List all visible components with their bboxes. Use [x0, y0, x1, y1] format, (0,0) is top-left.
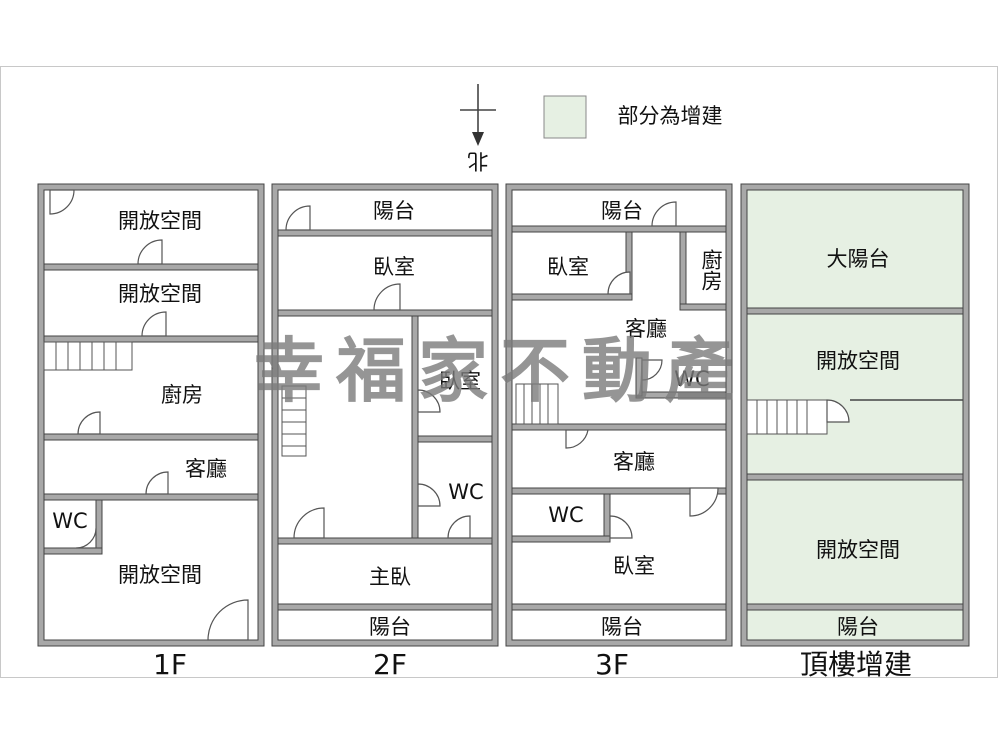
room-label-1f-open-3: 開放空間 — [118, 563, 202, 587]
room-label-2f-master: 主臥 — [369, 565, 411, 589]
room-label-3f-bedroom-2: 臥室 — [613, 554, 655, 578]
room-label-1f-wc: WC — [52, 509, 87, 533]
room-label-2f-bedroom-2: 臥室 — [439, 369, 481, 393]
room-label-3f-living-2: 客廳 — [613, 450, 655, 474]
room-label-2f-bedroom-1: 臥室 — [373, 255, 415, 279]
watermark-text: 幸福家不動產 — [254, 330, 746, 412]
room-label-3f-wc-2: WC — [548, 503, 583, 527]
floor-plan-3f — [505, 183, 733, 647]
room-label-roof-open-1: 開放空間 — [816, 349, 900, 373]
room-label-1f-open-2: 開放空間 — [118, 282, 202, 306]
floor-label-2f: 2F — [373, 648, 407, 681]
floor-label-3f: 3F — [595, 648, 629, 681]
legend-label: 部分為增建 — [618, 104, 723, 128]
floor-plan-roof — [740, 183, 970, 647]
room-label-1f-kitchen: 廚房 — [161, 383, 203, 407]
room-label-roof-balcony: 陽台 — [837, 615, 879, 639]
diagram-frame — [0, 66, 998, 678]
room-label-1f-living: 客廳 — [185, 457, 227, 481]
room-label-roof-open-2: 開放空間 — [816, 538, 900, 562]
room-label-3f-kitchen: 廚房 — [699, 249, 723, 291]
legend-swatch — [543, 95, 587, 139]
floor-plan-2f — [271, 183, 499, 647]
room-label-1f-open-1: 開放空間 — [118, 209, 202, 233]
room-label-3f-balcony-1: 陽台 — [601, 199, 643, 223]
room-label-2f-wc: WC — [448, 480, 483, 504]
floor-label-1f: 1F — [153, 648, 187, 681]
floor-plan-1f — [37, 183, 265, 647]
room-label-2f-balcony-1: 陽台 — [373, 199, 415, 223]
room-label-3f-wc-1: WC — [674, 367, 709, 391]
compass-label: 北 — [468, 149, 489, 173]
room-label-2f-balcony-2: 陽台 — [369, 615, 411, 639]
room-label-3f-living-1: 客廳 — [625, 317, 667, 341]
north-arrow-icon — [460, 84, 496, 146]
floor-label-roof: 頂樓增建 — [800, 648, 912, 681]
room-label-3f-bedroom-1: 臥室 — [547, 255, 589, 279]
room-label-3f-balcony-2: 陽台 — [601, 615, 643, 639]
room-label-roof-terrace: 大陽台 — [827, 247, 890, 271]
